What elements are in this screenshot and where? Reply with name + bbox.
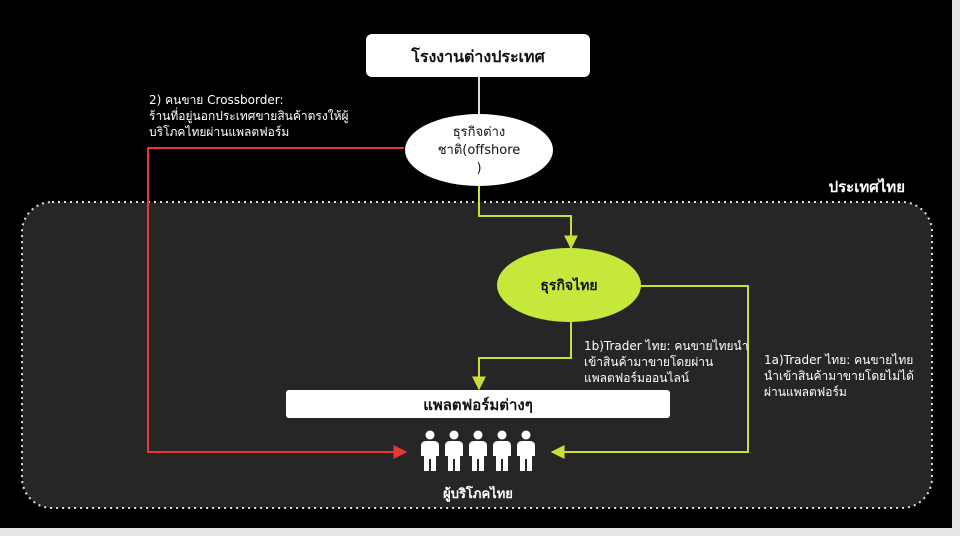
trader-direct-note: 1a)Trader ไทย: คนขายไทย นำเข้าสินค้ามาขา… [764,353,914,399]
offshore-label-line3: ) [476,161,481,176]
factory-box [366,34,590,77]
flow-diagram: ประเทศไทย โรงงานต่างประเทศ ธุรกิจต่าง ชา… [21,34,933,509]
crossborder-note-line2: ร้านที่อยู่นอกประเทศขายสินค้าตรงให้ผู้ [149,107,349,124]
consumers-label: ผู้บริโภคไทย [443,485,513,502]
crossborder-note: 2) คนขาย Crossborder: ร้านที่อยู่นอกประเ… [149,93,349,139]
offshore-business-node [405,114,553,186]
thai-business-label: ธุรกิจไทย [540,276,597,294]
crossborder-note-line3: บริโภคไทยผ่านแพลตฟอร์ม [149,125,289,139]
crossborder-note-line1: 2) คนขาย Crossborder: [149,93,284,107]
thai-direct-to-consumer-arrow [550,285,749,459]
trader-platform-note-line3: แพลตฟอร์มออนไลน์ [584,371,689,385]
trader-direct-note-line1: 1a)Trader ไทย: คนขายไทย [764,353,913,367]
factory-label: โรงงานต่างประเทศ [410,46,545,66]
trader-platform-note-line2: เข้าสินค้ามาขายโดยผ่าน [584,355,713,369]
offshore-label-line1: ธุรกิจต่าง [453,125,506,140]
offshore-to-thai-arrow [478,186,578,250]
offshore-label-line2: ชาติ(offshore [438,143,521,158]
thai-business-node [497,248,641,322]
platforms-label: แพลตฟอร์มต่างๆ [423,396,533,414]
region-label: ประเทศไทย [829,177,905,196]
crossborder-arrow [147,147,408,459]
trader-direct-note-line3: ผ่านแพลตฟอร์ม [764,385,847,399]
person-icon [493,430,511,471]
thailand-region [21,201,933,509]
trader-platform-note-line1: 1b)Trader ไทย: คนขายไทยนำ [584,339,749,353]
thai-to-platform-arrow [472,322,572,391]
diagram-canvas: ประเทศไทย โรงงานต่างประเทศ ธุรกิจต่าง ชา… [0,0,952,528]
person-icon [445,430,463,471]
person-icon [421,430,439,471]
trader-direct-note-line2: นำเข้าสินค้ามาขายโดยไม่ได้ [764,369,914,383]
person-icon [469,430,487,471]
trader-platform-note: 1b)Trader ไทย: คนขายไทยนำ เข้าสินค้ามาขา… [584,339,749,385]
person-icon [517,430,535,471]
platforms-box [286,390,670,418]
consumer-icons [421,430,535,471]
